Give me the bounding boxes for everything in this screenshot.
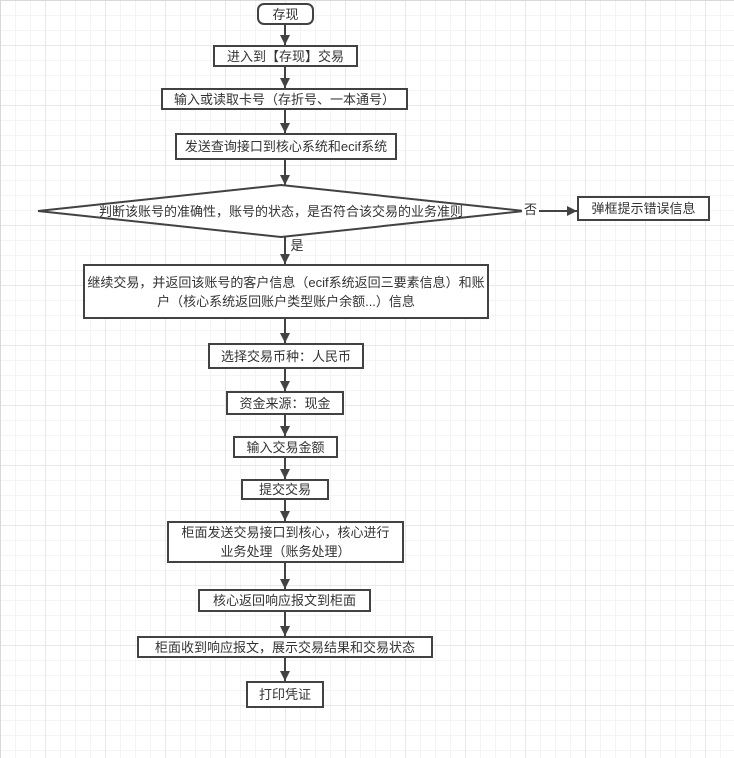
edge-label-no[interactable]: 否 bbox=[522, 202, 539, 219]
node-select-currency[interactable]: 选择交易币种：人民币 bbox=[208, 343, 364, 369]
node-show-result[interactable]: 柜面收到响应报文，展示交易结果和交易状态 bbox=[137, 636, 433, 658]
node-decision-label[interactable]: 判断该账号的准确性，账号的状态，是否符合该交易的业务准则 bbox=[98, 204, 463, 219]
node-input-amount-label: 输入交易金额 bbox=[246, 439, 325, 455]
node-print-receipt-label: 打印凭证 bbox=[258, 687, 311, 702]
node-show-result-label: 柜面收到响应报文，展示交易结果和交易状态 bbox=[154, 639, 415, 655]
node-submit-transaction[interactable]: 提交交易 bbox=[241, 479, 329, 500]
node-fund-source-label: 资金来源：现金 bbox=[239, 395, 331, 411]
node-send-query-label: 发送查询接口到核心系统和ecif系统 bbox=[184, 139, 388, 154]
node-input-amount[interactable]: 输入交易金额 bbox=[233, 436, 338, 458]
node-start[interactable]: 存现 bbox=[257, 3, 314, 25]
node-input-card-number-label: 输入或读取卡号（存折号、一本通号） bbox=[173, 91, 395, 107]
node-continue-transaction[interactable]: 继续交易，并返回该账号的客户信息（ecif系统返回三要素信息）和账户（核心系统返… bbox=[83, 264, 489, 319]
node-print-receipt[interactable]: 打印凭证 bbox=[246, 681, 324, 708]
node-select-currency-label: 选择交易币种：人民币 bbox=[220, 348, 351, 364]
node-error-popup[interactable]: 弹框提示错误信息 bbox=[577, 196, 710, 221]
node-enter-transaction-label: 进入到【存现】交易 bbox=[226, 48, 344, 64]
node-continue-transaction-label: 继续交易，并返回该账号的客户信息（ecif系统返回三要素信息）和账户（核心系统返… bbox=[87, 274, 485, 309]
node-input-card-number[interactable]: 输入或读取卡号（存折号、一本通号） bbox=[161, 88, 408, 110]
node-fund-source[interactable]: 资金来源：现金 bbox=[226, 391, 344, 415]
edge-label-yes[interactable]: 是 bbox=[289, 238, 305, 254]
node-start-label: 存现 bbox=[272, 6, 299, 22]
node-core-processing-label: 柜面发送交易接口到核心，核心进行业务处理（账务处理） bbox=[181, 525, 390, 559]
node-core-processing[interactable]: 柜面发送交易接口到核心，核心进行业务处理（账务处理） bbox=[167, 521, 404, 563]
node-enter-transaction[interactable]: 进入到【存现】交易 bbox=[213, 45, 358, 67]
node-core-response-label: 核心返回响应报文到柜面 bbox=[212, 593, 356, 608]
node-submit-transaction-label: 提交交易 bbox=[258, 482, 311, 497]
node-error-popup-label: 弹框提示错误信息 bbox=[591, 201, 696, 216]
node-core-response[interactable]: 核心返回响应报文到柜面 bbox=[198, 589, 371, 612]
node-send-query[interactable]: 发送查询接口到核心系统和ecif系统 bbox=[175, 133, 397, 160]
